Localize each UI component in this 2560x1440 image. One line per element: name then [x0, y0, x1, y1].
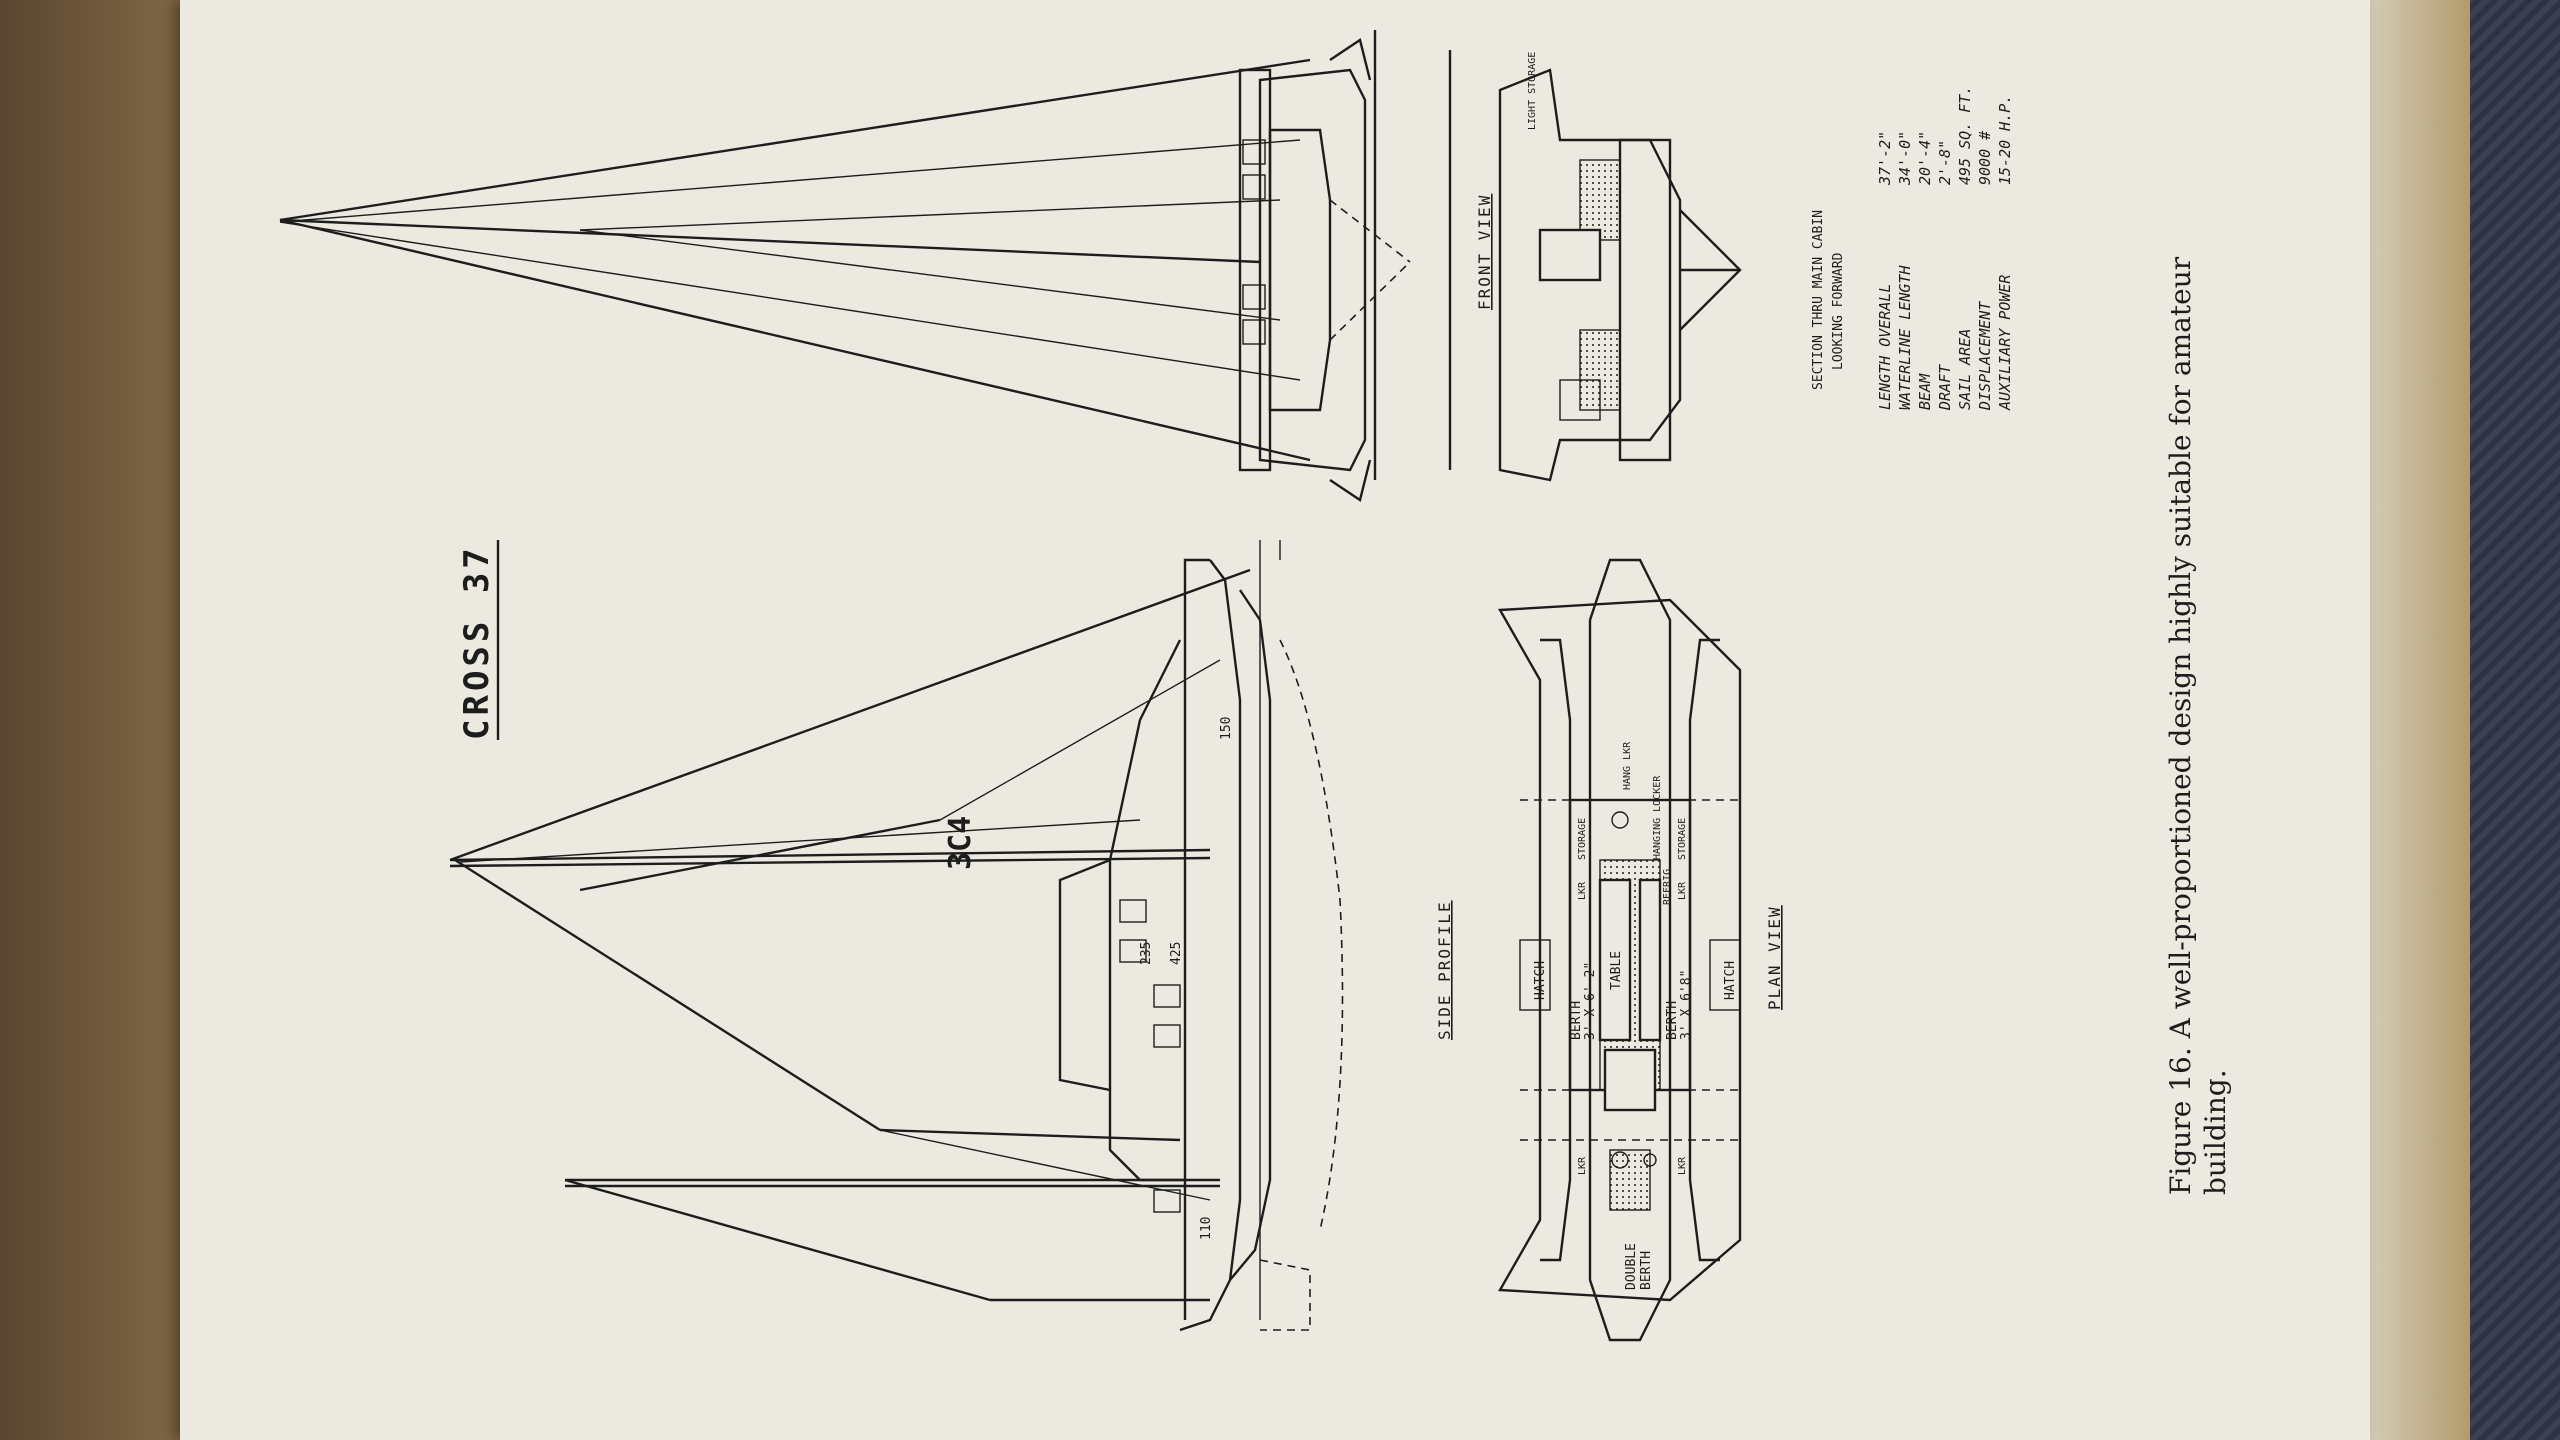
- label-berth-right-size: 3' X 6'8": [1679, 970, 1694, 1040]
- spec-label: AUXILIARY POWER: [1996, 275, 2014, 411]
- book-page: CROSS 37: [180, 0, 2370, 1440]
- label-hatch-left: HATCH: [1533, 961, 1548, 1000]
- sail-number-3: 150: [1219, 717, 1234, 740]
- label-section-1: SECTION THRU MAIN CABIN: [1811, 210, 1826, 390]
- sail-number-2: 425: [1169, 942, 1184, 965]
- side-profile-view: 3C4 235 425 150 110 SIDE PROFILE: [449, 540, 1454, 1332]
- label-double-berth-2: BERTH: [1639, 1251, 1654, 1290]
- label-table: TABLE: [1609, 951, 1624, 990]
- caption-line-1: Figure 16. A well-proportioned design hi…: [2164, 256, 2197, 1195]
- label-lkr-1: LKR: [1577, 881, 1588, 900]
- drawing-title: CROSS 37: [457, 540, 500, 740]
- side-profile-label: SIDE PROFILE: [1435, 900, 1454, 1040]
- label-double-berth-1: DOUBLE: [1624, 1243, 1639, 1290]
- label-section-2: LOOKING FORWARD: [1831, 252, 1846, 370]
- label-hang-lkr: HANG LKR: [1622, 741, 1633, 790]
- label-lkr-3: LKR: [1577, 1156, 1588, 1175]
- label-berth-left: BERTH: [1569, 1001, 1584, 1040]
- label-hatch-right: HATCH: [1723, 961, 1738, 1000]
- label-berth-left-size: 3' X 6'-2": [1583, 962, 1598, 1040]
- spec-label: DISPLACEMENT: [1976, 301, 1994, 411]
- spec-value: 20'-4": [1916, 131, 1934, 185]
- label-hanging-locker: HANGING LOCKER: [1652, 775, 1663, 860]
- label-light-storage: LIGHT STORAGE: [1527, 52, 1538, 130]
- label-storage-1: STORAGE: [1577, 818, 1588, 860]
- plan-view: HATCH HATCH BERTH 3' X 6'-2" BERTH 3' X …: [1497, 558, 1784, 1342]
- spec-label: BEAM: [1916, 373, 1934, 410]
- boat-plan-drawing: CROSS 37: [279, 30, 2232, 1342]
- front-view-label: FRONT VIEW: [1475, 194, 1494, 310]
- spec-label: LENGTH OVERALL: [1876, 284, 1894, 410]
- label-berth-right: BERTH: [1665, 1001, 1680, 1040]
- front-rig-view: [279, 30, 1411, 502]
- specs-table: LENGTH OVERALL 37'-2" WATERLINE LENGTH 3…: [1876, 86, 2014, 411]
- spec-value: 15-20 H.P.: [1996, 95, 2014, 185]
- spec-label: WATERLINE LENGTH: [1896, 265, 1914, 410]
- label-refrig: REFRIG: [1662, 869, 1673, 905]
- spec-label: SAIL AREA: [1956, 329, 1974, 410]
- label-lkr-2: LKR: [1677, 881, 1688, 900]
- sail-number-1: 235: [1139, 942, 1154, 965]
- sail-number-4: 110: [1199, 1217, 1214, 1240]
- spec-value: 9000 #: [1976, 130, 1994, 185]
- spec-value: 2'-8": [1936, 140, 1954, 185]
- figure-caption: Figure 16. A well-proportioned design hi…: [2164, 256, 2232, 1195]
- spec-value: 37'-2": [1876, 131, 1894, 186]
- label-lkr-4: LKR: [1677, 1156, 1688, 1175]
- spec-value: 34'-0": [1896, 131, 1914, 186]
- spec-value: 495 SQ. FT.: [1956, 86, 1974, 185]
- sail-number-main: 3C4: [943, 816, 978, 870]
- plan-view-label: PLAN VIEW: [1765, 905, 1784, 1010]
- caption-line-2: building.: [2199, 1069, 2232, 1195]
- front-section-view: FRONT VIEW LIGHT STORAGE SECTION THRU MA…: [1448, 50, 1846, 482]
- label-storage-2: STORAGE: [1677, 818, 1688, 860]
- spec-label: DRAFT: [1936, 364, 1954, 411]
- design-title: CROSS 37: [457, 544, 497, 740]
